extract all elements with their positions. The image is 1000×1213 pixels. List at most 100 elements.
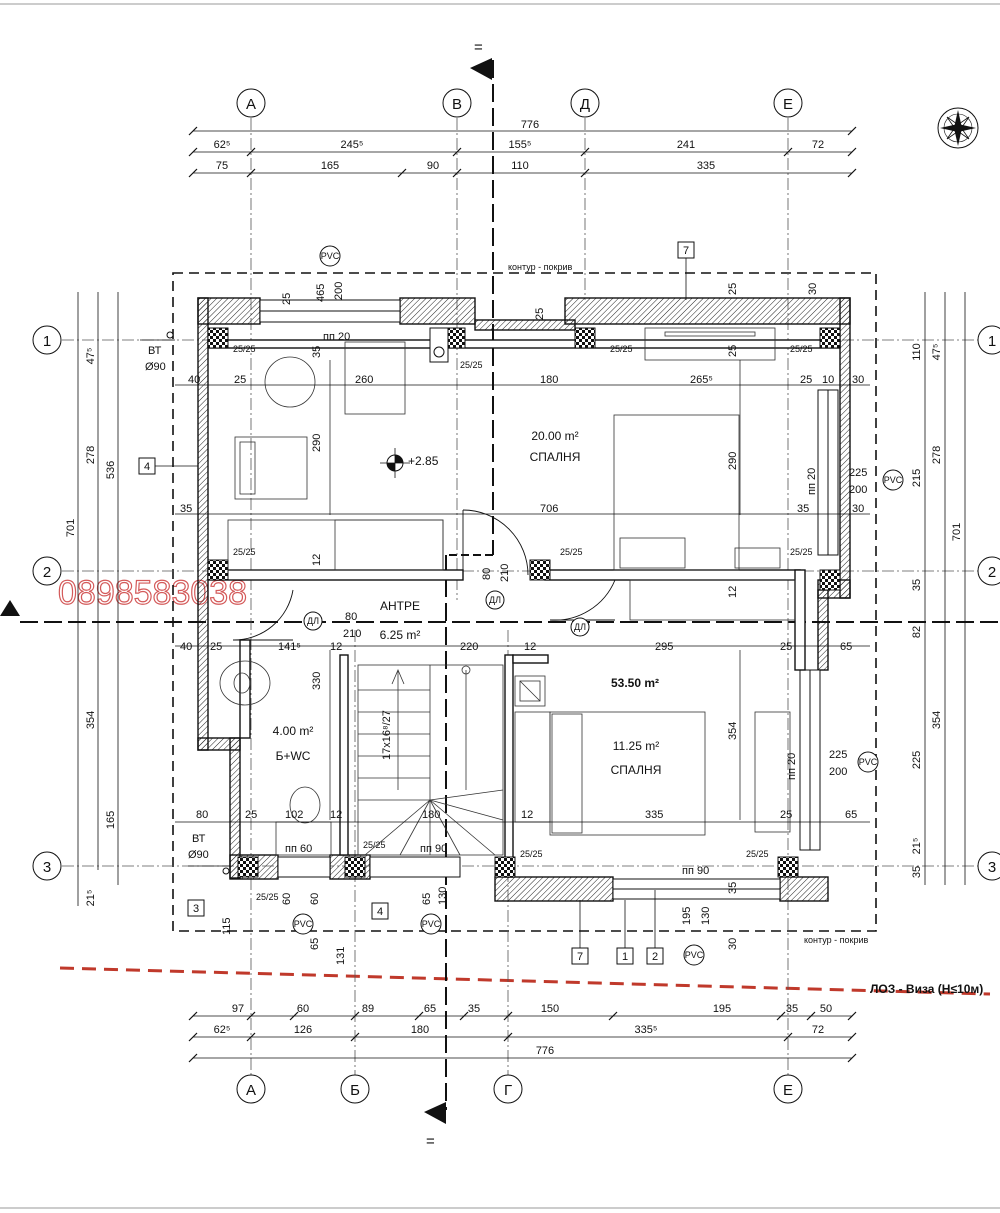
svg-text:1: 1 [43,333,51,350]
svg-text:пп 20: пп 20 [786,753,798,780]
svg-text:25/25: 25/25 [363,840,386,850]
svg-text:25: 25 [800,374,812,386]
svg-text:706: 706 [540,503,558,515]
svg-text:35: 35 [911,579,923,591]
svg-text:130: 130 [437,887,449,905]
svg-text:пп 20: пп 20 [806,468,818,495]
svg-text:195: 195 [713,1003,731,1015]
svg-text:47⁵: 47⁵ [931,344,943,361]
svg-text:3: 3 [43,859,51,876]
svg-text:PVC: PVC [859,757,878,767]
room-bedroom2-name: СПАЛНЯ [611,763,662,777]
svg-text:195: 195 [681,907,693,925]
svg-text:12: 12 [524,641,536,653]
svg-text:330: 330 [311,672,323,690]
svg-text:Ø90: Ø90 [188,849,209,861]
svg-text:165: 165 [105,811,117,829]
svg-text:65: 65 [840,641,852,653]
dimension-chains-bottom [188,1011,857,1063]
svg-text:30: 30 [807,283,819,295]
svg-text:60: 60 [309,893,321,905]
svg-text:225: 225 [849,467,867,479]
svg-text:PVC: PVC [294,919,313,929]
svg-text:200: 200 [333,282,345,300]
svg-text:225: 225 [911,751,923,769]
svg-text:12: 12 [330,641,342,653]
svg-text:131: 131 [335,947,347,965]
svg-text:115: 115 [221,917,233,935]
svg-text:3: 3 [988,859,996,876]
svg-text:62⁵: 62⁵ [214,139,231,151]
svg-text:25/25: 25/25 [233,344,256,354]
svg-text:102: 102 [285,809,303,821]
svg-text:290: 290 [311,434,323,452]
pvc-markers: PVC PVC PVC PVC PVC PVC [292,245,904,966]
level-value: +2.85 [408,454,439,468]
svg-text:776: 776 [521,119,539,131]
svg-text:278: 278 [931,446,943,464]
svg-text:25: 25 [727,345,739,357]
svg-text:89: 89 [362,1003,374,1015]
staircase [357,664,504,856]
svg-text:150: 150 [541,1003,559,1015]
svg-text:25: 25 [780,809,792,821]
svg-text:35: 35 [468,1003,480,1015]
svg-text:30: 30 [852,374,864,386]
svg-text:PVC: PVC [321,251,340,261]
svg-text:110: 110 [511,160,529,172]
svg-text:ВТ: ВТ [148,345,162,357]
svg-text:110: 110 [911,343,923,361]
svg-text:12: 12 [330,809,342,821]
svg-text:210: 210 [499,564,511,582]
room-bedroom2-area: 11.25 m² [613,739,659,753]
svg-text:25/25: 25/25 [233,547,256,557]
svg-text:35: 35 [786,1003,798,1015]
svg-text:12: 12 [521,809,533,821]
svg-text:25/25: 25/25 [560,547,583,557]
svg-text:225: 225 [829,749,847,761]
svg-text:25: 25 [245,809,257,821]
svg-text:265⁵: 265⁵ [690,374,713,386]
section-arrow-top [470,58,492,80]
svg-text:25: 25 [281,293,293,305]
svg-text:2: 2 [43,564,51,581]
svg-text:21⁵: 21⁵ [85,890,97,907]
svg-text:25: 25 [780,641,792,653]
svg-text:354: 354 [727,722,739,740]
axis-bubbles-bottom: А Б Г Е [236,1074,803,1104]
svg-text:Д: Д [580,96,590,113]
svg-text:21⁵: 21⁵ [911,838,923,855]
svg-text:215: 215 [911,469,923,487]
svg-text:PVC: PVC [422,919,441,929]
svg-text:25/25: 25/25 [520,849,543,859]
svg-text:А: А [246,1082,256,1099]
roof-contour [172,272,877,932]
svg-text:пп 90: пп 90 [420,843,447,855]
dimension-chains-right [924,292,966,885]
interior-walls [207,339,841,878]
svg-text:80: 80 [345,611,357,623]
svg-text:35: 35 [311,346,323,358]
svg-text:50: 50 [820,1003,832,1015]
svg-text:25: 25 [534,308,546,320]
svg-text:60: 60 [281,893,293,905]
svg-text:7: 7 [683,245,689,257]
svg-text:2: 2 [652,951,658,963]
svg-text:701: 701 [951,523,963,541]
svg-text:ВТ: ВТ [192,833,206,845]
svg-text:126: 126 [294,1024,312,1036]
svg-text:25/25: 25/25 [460,360,483,370]
svg-text:PVC: PVC [884,475,903,485]
axis-bubbles-top: А В Д Е [236,88,803,118]
svg-text:65: 65 [424,1003,436,1015]
svg-text:25/25: 25/25 [790,547,813,557]
columns [207,327,841,878]
svg-text:245⁵: 245⁵ [341,139,364,151]
svg-text:В: В [452,96,462,113]
svg-text:10: 10 [822,374,834,386]
svg-text:Е: Е [783,1082,793,1099]
svg-text:354: 354 [85,711,97,729]
svg-text:701: 701 [65,519,77,537]
svg-text:25/25: 25/25 [256,892,279,902]
